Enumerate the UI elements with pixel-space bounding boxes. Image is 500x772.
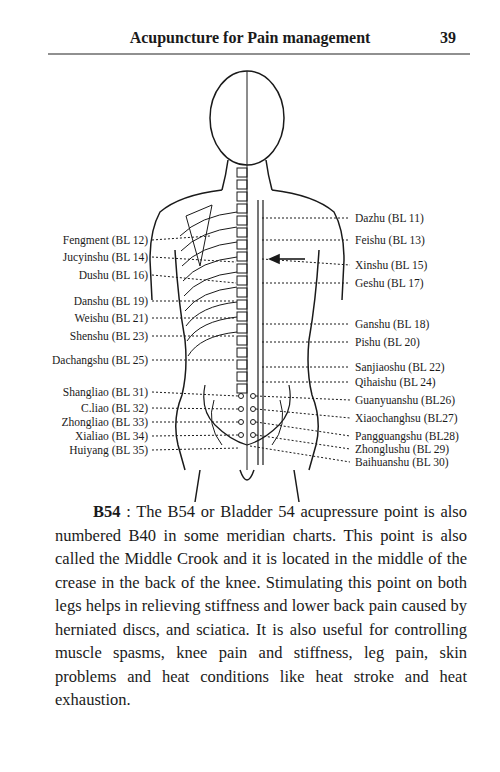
point-label: Weishu (BL 21) <box>75 311 148 325</box>
point-label: Sanjiaoshu (BL 22) <box>355 360 445 374</box>
point-label: Dachangshu (BL 25) <box>52 353 148 367</box>
body-paragraph: B54 : The B54 or Bladder 54 acupressure … <box>55 500 467 712</box>
point-label: Huiyang (BL 35) <box>69 443 148 457</box>
point-label: Geshu (BL 17) <box>355 276 424 290</box>
point-label: Shenshu (BL 23) <box>70 329 148 343</box>
point-code: B54 <box>93 502 121 521</box>
point-label: Zhongliao (BL 33) <box>62 415 148 429</box>
point-label: Baihuanshu (BL 30) <box>355 455 448 469</box>
point-label: Qihaishu (BL 24) <box>355 375 436 389</box>
point-label: Xiaochanghsu (BL27) <box>355 411 458 425</box>
point-label: Danshu (BL 19) <box>74 294 148 308</box>
point-label: Shangliao (BL 31) <box>63 385 148 399</box>
point-label: Dazhu (BL 11) <box>355 211 424 225</box>
point-label: Fengment (BL 12) <box>63 233 148 247</box>
point-label: Guanyuanshu (BL26) <box>355 393 455 407</box>
point-label: Ganshu (BL 18) <box>355 317 429 331</box>
running-header: Acupuncture for Pain management <box>0 28 500 48</box>
point-label: Pishu (BL 20) <box>355 335 420 349</box>
point-label: Feishu (BL 13) <box>355 233 425 247</box>
point-label: C.liao (BL 32) <box>81 401 148 415</box>
sacral-holes <box>239 394 256 438</box>
body-outline <box>150 71 344 502</box>
point-label: Xialiao (BL 34) <box>75 429 148 443</box>
point-label: Pangguangshu (BL28) <box>355 429 459 443</box>
leader-lines <box>152 218 350 462</box>
point-label: Zhonglushu (BL 29) <box>355 442 449 456</box>
description-text: : The B54 or Bladder 54 acupressure poin… <box>55 502 467 709</box>
point-label: Dushu (BL 16) <box>79 268 148 282</box>
page-number: 39 <box>440 28 456 48</box>
point-label: Jucyinshu (BL 14) <box>63 250 148 264</box>
point-label: Xinshu (BL 15) <box>355 258 427 272</box>
header-rule <box>48 53 470 54</box>
